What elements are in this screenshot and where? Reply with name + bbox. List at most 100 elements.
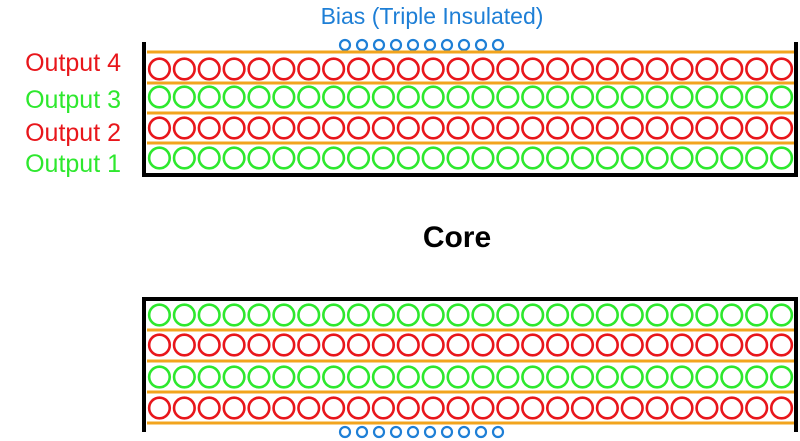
winding-turn-output-1 bbox=[521, 146, 545, 170]
winding-turn-output-2 bbox=[720, 116, 744, 140]
winding-turn-red bbox=[570, 396, 595, 420]
winding-turn-red bbox=[769, 333, 794, 357]
winding-turn-green bbox=[769, 365, 794, 389]
winding-turn-red bbox=[769, 396, 794, 420]
winding-turn-output-3 bbox=[371, 85, 396, 109]
winding-turn-red bbox=[272, 333, 296, 357]
winding-turn-red bbox=[670, 396, 694, 420]
winding-turn-output-4 bbox=[471, 57, 495, 81]
winding-turn-red bbox=[670, 333, 694, 357]
winding-turn-output-3 bbox=[620, 85, 644, 109]
bias-turn bbox=[372, 38, 386, 52]
winding-turn-red bbox=[471, 333, 495, 357]
winding-turn-green bbox=[172, 303, 196, 327]
winding-turn-output-2 bbox=[745, 116, 769, 140]
winding-turn-output-2 bbox=[297, 116, 321, 140]
winding-turn-green bbox=[620, 365, 644, 389]
winding-turn-green bbox=[247, 303, 271, 327]
winding-turn-output-4 bbox=[197, 57, 221, 81]
winding-turn-green bbox=[471, 365, 495, 389]
bias-label: Bias (Triple Insulated) bbox=[321, 3, 544, 29]
winding-turn-output-1 bbox=[322, 146, 346, 170]
winding-turn-red bbox=[695, 396, 719, 420]
winding-turn-red bbox=[322, 333, 346, 357]
winding-turn-output-3 bbox=[670, 85, 694, 109]
top-winding-section bbox=[142, 38, 798, 177]
winding-turn-green bbox=[695, 303, 719, 327]
winding-turn-green bbox=[521, 365, 545, 389]
winding-turn-red bbox=[371, 333, 396, 357]
winding-turn-output-1 bbox=[371, 146, 396, 170]
bias-turn bbox=[355, 425, 369, 439]
winding-turn-green bbox=[346, 303, 371, 327]
winding-turn-output-3 bbox=[172, 85, 196, 109]
winding-turn-output-4 bbox=[545, 57, 570, 81]
winding-turn-green bbox=[745, 303, 769, 327]
winding-turn-red bbox=[421, 333, 445, 357]
winding-turn-output-3 bbox=[496, 85, 520, 109]
bias-turn bbox=[423, 38, 437, 52]
winding-turn-output-3 bbox=[645, 85, 669, 109]
output-3-label: Output 3 bbox=[25, 86, 121, 114]
bias-turn bbox=[440, 38, 454, 52]
bias-turn bbox=[355, 38, 369, 52]
winding-turn-output-3 bbox=[570, 85, 595, 109]
winding-turn-green bbox=[745, 365, 769, 389]
winding-turn-red bbox=[595, 333, 619, 357]
winding-turn-output-2 bbox=[545, 116, 570, 140]
winding-turn-output-1 bbox=[620, 146, 644, 170]
winding-turn-green bbox=[496, 303, 520, 327]
winding-turn-green bbox=[545, 365, 570, 389]
winding-turn-green bbox=[421, 365, 445, 389]
winding-turn-output-2 bbox=[521, 116, 545, 140]
winding-turn-output-2 bbox=[471, 116, 495, 140]
winding-turn-green bbox=[247, 365, 271, 389]
winding-turn-green bbox=[297, 303, 321, 327]
winding-turn-output-3 bbox=[247, 85, 271, 109]
winding-turn-output-2 bbox=[570, 116, 595, 140]
winding-turn-red bbox=[521, 396, 545, 420]
winding-turn-output-2 bbox=[645, 116, 669, 140]
winding-turn-output-4 bbox=[222, 57, 246, 81]
winding-turn-output-1 bbox=[745, 146, 769, 170]
winding-turn-green bbox=[446, 303, 470, 327]
winding-turn-green bbox=[197, 365, 221, 389]
winding-turn-green bbox=[222, 303, 246, 327]
winding-turn-output-3 bbox=[545, 85, 570, 109]
output-4-label: Output 4 bbox=[25, 49, 121, 77]
winding-turn-green bbox=[322, 303, 346, 327]
winding-turn-green bbox=[346, 365, 371, 389]
winding-turn-red bbox=[496, 333, 520, 357]
winding-turn-green bbox=[371, 365, 396, 389]
winding-turn-red bbox=[620, 333, 644, 357]
winding-turn-output-3 bbox=[396, 85, 420, 109]
winding-turn-green bbox=[197, 303, 221, 327]
winding-turn-output-1 bbox=[396, 146, 420, 170]
winding-turn-output-3 bbox=[471, 85, 495, 109]
winding-turn-red bbox=[521, 333, 545, 357]
winding-turn-output-4 bbox=[272, 57, 296, 81]
winding-turn-green bbox=[769, 303, 794, 327]
winding-turn-output-1 bbox=[670, 146, 694, 170]
winding-turn-output-2 bbox=[446, 116, 470, 140]
bias-turn bbox=[406, 38, 420, 52]
winding-turn-output-2 bbox=[371, 116, 396, 140]
bias-turn bbox=[457, 38, 471, 52]
winding-turn-output-4 bbox=[769, 57, 794, 81]
winding-turn-red bbox=[645, 396, 669, 420]
winding-turn-red bbox=[745, 333, 769, 357]
winding-turn-output-3 bbox=[297, 85, 321, 109]
winding-turn-output-2 bbox=[496, 116, 520, 140]
winding-turn-output-1 bbox=[421, 146, 445, 170]
winding-turn-output-2 bbox=[247, 116, 271, 140]
winding-turn-green bbox=[222, 365, 246, 389]
winding-turn-output-4 bbox=[147, 57, 172, 81]
winding-turn-output-3 bbox=[745, 85, 769, 109]
core-label: Core bbox=[423, 221, 491, 254]
winding-turn-green bbox=[496, 365, 520, 389]
winding-turn-red bbox=[545, 333, 570, 357]
winding-turn-green bbox=[471, 303, 495, 327]
winding-turn-output-4 bbox=[496, 57, 520, 81]
winding-turn-output-3 bbox=[346, 85, 371, 109]
